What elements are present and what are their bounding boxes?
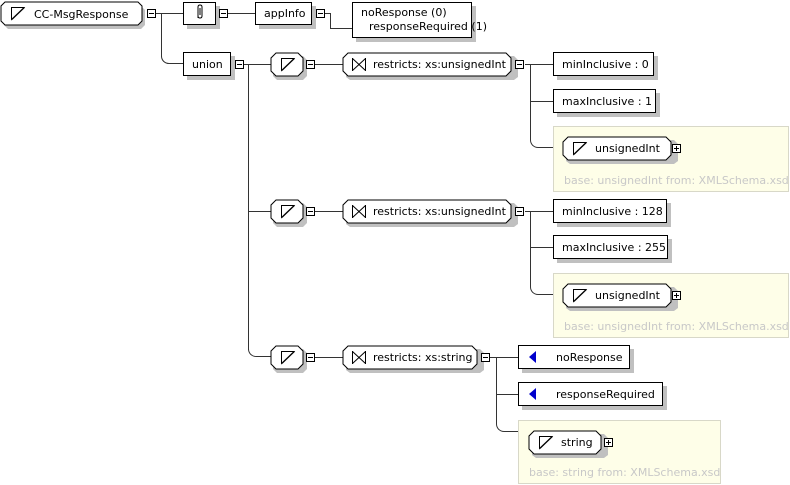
base-type-node[interactable]: unsignedInt (562, 283, 678, 311)
restriction-node[interactable]: restricts: xs:unsignedInt (342, 52, 518, 80)
octagon-shape (0, 1, 145, 29)
appinfo-content: noResponse (0) responseRequired (1) (352, 2, 487, 38)
base-type-panel: unsignedInt base: unsignedInt from: XMLS… (553, 126, 789, 192)
connector (530, 211, 531, 279)
connector (496, 357, 497, 419)
base-note: base: unsignedInt from: XMLSchema.xsd (564, 320, 789, 333)
anonymous-simple-type[interactable] (270, 199, 307, 227)
appinfo-line: noResponse (0) (361, 6, 447, 19)
collapse-toggle[interactable] (306, 207, 315, 216)
connector (530, 64, 531, 132)
octagon-shape (342, 199, 518, 227)
restriction-label: restricts: xs:unsignedInt (373, 205, 506, 218)
facet-min-inclusive[interactable]: minInclusive : 0 (553, 52, 654, 76)
collapse-toggle[interactable] (515, 60, 524, 69)
connector (530, 277, 553, 295)
restriction-node[interactable]: restricts: xs:string (342, 345, 484, 373)
octagon-shape (562, 283, 678, 311)
connector (496, 417, 518, 432)
connector (330, 28, 352, 29)
facet-max-inclusive[interactable]: maxInclusive : 1 (553, 89, 656, 113)
base-type-panel: unsignedInt base: unsignedInt from: XMLS… (553, 273, 789, 338)
restriction-node[interactable]: restricts: xs:unsignedInt (342, 199, 518, 227)
connector (227, 13, 255, 14)
facet-label: minInclusive : 128 (562, 204, 663, 218)
appinfo-line: responseRequired (1) (369, 20, 487, 33)
connector (243, 64, 273, 65)
connector (248, 64, 249, 350)
enumeration-label: responseRequired (556, 387, 655, 401)
connector (525, 64, 553, 65)
octagon-shape (562, 136, 678, 164)
enumeration-icon (529, 351, 536, 363)
connector (530, 130, 553, 148)
connector (330, 13, 331, 28)
base-type-label: unsignedInt (595, 289, 660, 302)
anonymous-simple-type[interactable] (270, 345, 307, 373)
union-label: union (192, 57, 223, 71)
connector (321, 13, 330, 14)
appinfo-node[interactable]: appInfo (255, 2, 312, 25)
root-simple-type[interactable]: CC-MsgResponse (0, 1, 145, 29)
connector (248, 340, 272, 357)
base-type-node[interactable]: string (528, 430, 608, 458)
connector (490, 357, 518, 358)
enumeration-label: noResponse (556, 350, 623, 364)
base-type-panel: string base: string from: XMLSchema.xsd (518, 420, 721, 484)
collapse-toggle[interactable] (515, 207, 524, 216)
collapse-toggle[interactable] (147, 9, 156, 18)
base-type-label: unsignedInt (595, 142, 660, 155)
collapse-toggle[interactable] (235, 60, 244, 69)
paperclip-icon (195, 4, 205, 23)
enumeration-node[interactable]: noResponse (518, 345, 630, 369)
connector (525, 211, 553, 212)
base-note: base: unsignedInt from: XMLSchema.xsd (564, 174, 789, 187)
collapse-toggle[interactable] (306, 353, 315, 362)
collapse-toggle[interactable] (306, 60, 315, 69)
restriction-label: restricts: xs:string (373, 351, 473, 364)
connector (530, 247, 553, 248)
octagon-shape (342, 345, 484, 373)
annotation-node[interactable] (183, 2, 216, 25)
collapse-toggle[interactable] (316, 9, 325, 18)
facet-label: maxInclusive : 1 (562, 94, 653, 108)
expand-toggle[interactable] (672, 144, 681, 153)
connector (248, 211, 272, 212)
connector (161, 13, 162, 57)
enumeration-icon (529, 388, 536, 400)
connector (315, 211, 343, 212)
connector (161, 50, 183, 64)
connector (530, 101, 553, 102)
base-type-node[interactable]: unsignedInt (562, 136, 678, 164)
facet-min-inclusive[interactable]: minInclusive : 128 (553, 199, 667, 223)
facet-label: minInclusive : 0 (562, 57, 649, 71)
restriction-label: restricts: xs:unsignedInt (373, 58, 506, 71)
collapse-toggle[interactable] (219, 9, 228, 18)
connector (496, 394, 518, 395)
anonymous-simple-type[interactable] (270, 52, 307, 80)
facet-label: maxInclusive : 255 (562, 240, 667, 254)
appinfo-label: appInfo (264, 7, 306, 20)
connector (156, 13, 184, 14)
base-note: base: string from: XMLSchema.xsd (529, 466, 721, 479)
collapse-toggle[interactable] (481, 353, 490, 362)
expand-toggle[interactable] (672, 291, 681, 300)
expand-toggle[interactable] (604, 438, 613, 447)
union-node[interactable]: union (183, 52, 231, 76)
enumeration-node[interactable]: responseRequired (518, 382, 663, 406)
root-name: CC-MsgResponse (34, 7, 129, 21)
octagon-shape (342, 52, 518, 80)
connector (315, 357, 343, 358)
facet-max-inclusive[interactable]: maxInclusive : 255 (553, 235, 668, 259)
connector (315, 64, 343, 65)
base-type-label: string (561, 436, 593, 449)
